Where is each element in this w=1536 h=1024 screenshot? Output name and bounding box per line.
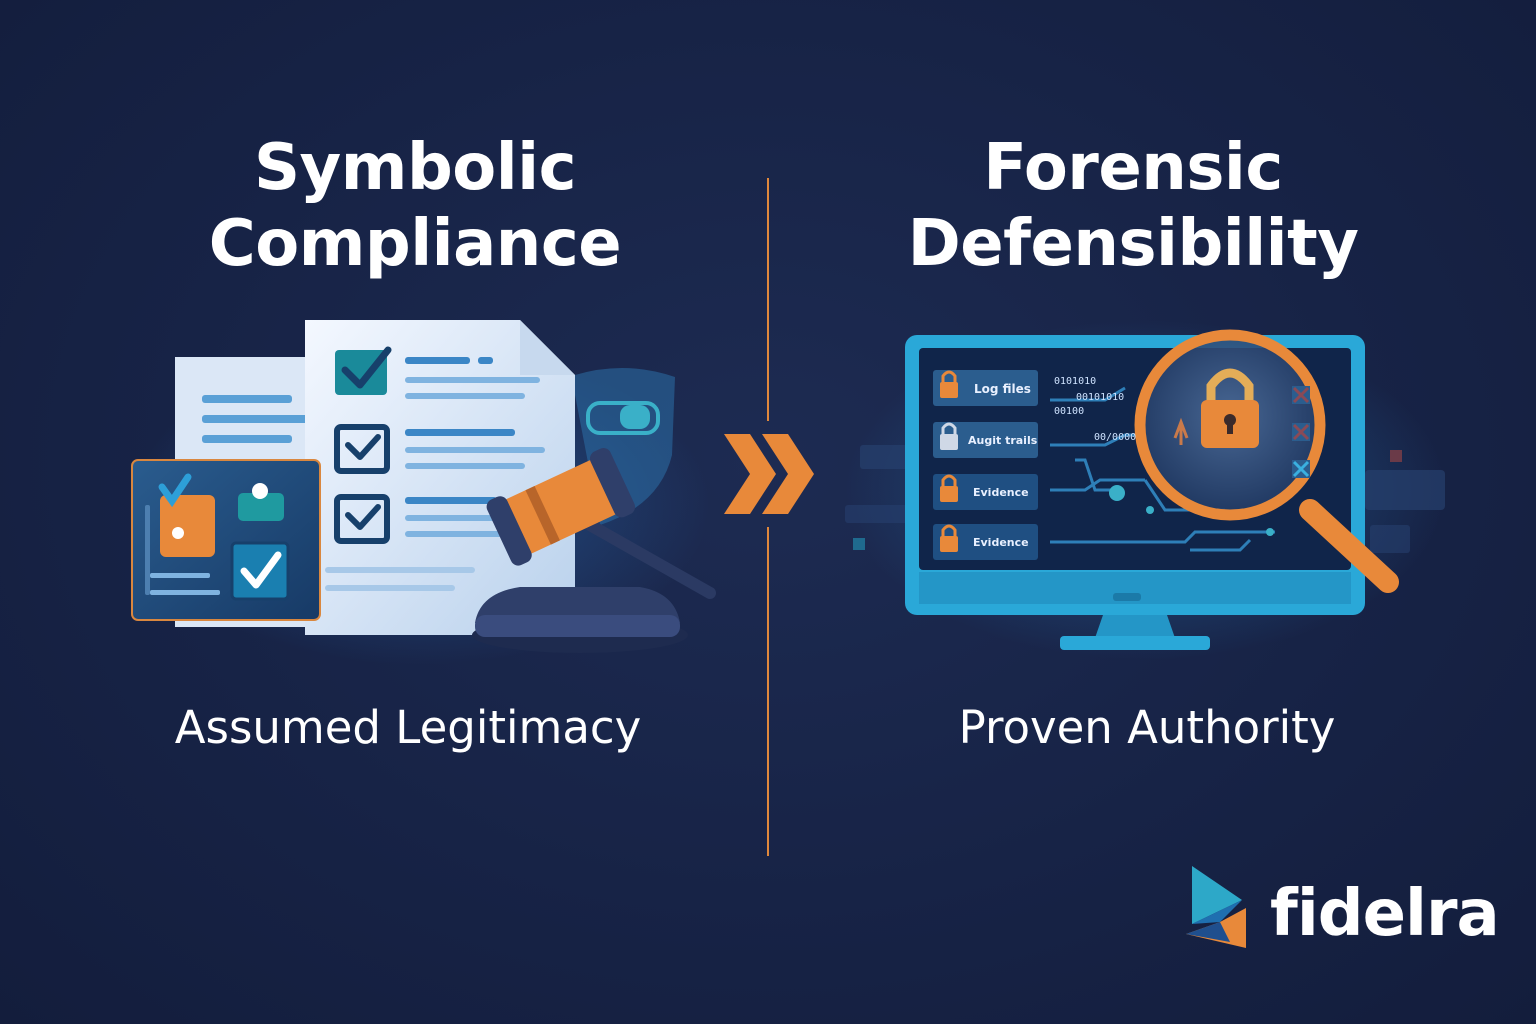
magnifier-icon (1134, 329, 1399, 593)
left-title: Symbolic Compliance (65, 130, 765, 282)
checklist-document-icon (305, 320, 575, 635)
left-subtitle: Assumed Legitimacy (174, 701, 642, 754)
padlock-icon (940, 370, 958, 552)
divider-bottom (767, 527, 769, 856)
dashboard-panel-icon (131, 459, 321, 621)
right-title-line2: Defensibility (907, 207, 1359, 281)
left-title-line2: Compliance (208, 207, 622, 281)
fidelra-logo-icon (1186, 866, 1246, 948)
right-title: Forensic Defensibility (783, 130, 1483, 282)
compliance-illustration (130, 320, 716, 665)
left-title-line1: Symbolic (253, 131, 577, 205)
chevron-right-icon (724, 434, 814, 514)
forensic-illustration (845, 320, 1445, 660)
right-title-line1: Forensic (983, 131, 1283, 205)
gavel-icon (472, 448, 716, 653)
padlock-icon (1201, 368, 1259, 448)
divider-top (767, 178, 769, 421)
brand-name: fidelra (1270, 877, 1500, 951)
right-subtitle: Proven Authority (958, 701, 1336, 754)
